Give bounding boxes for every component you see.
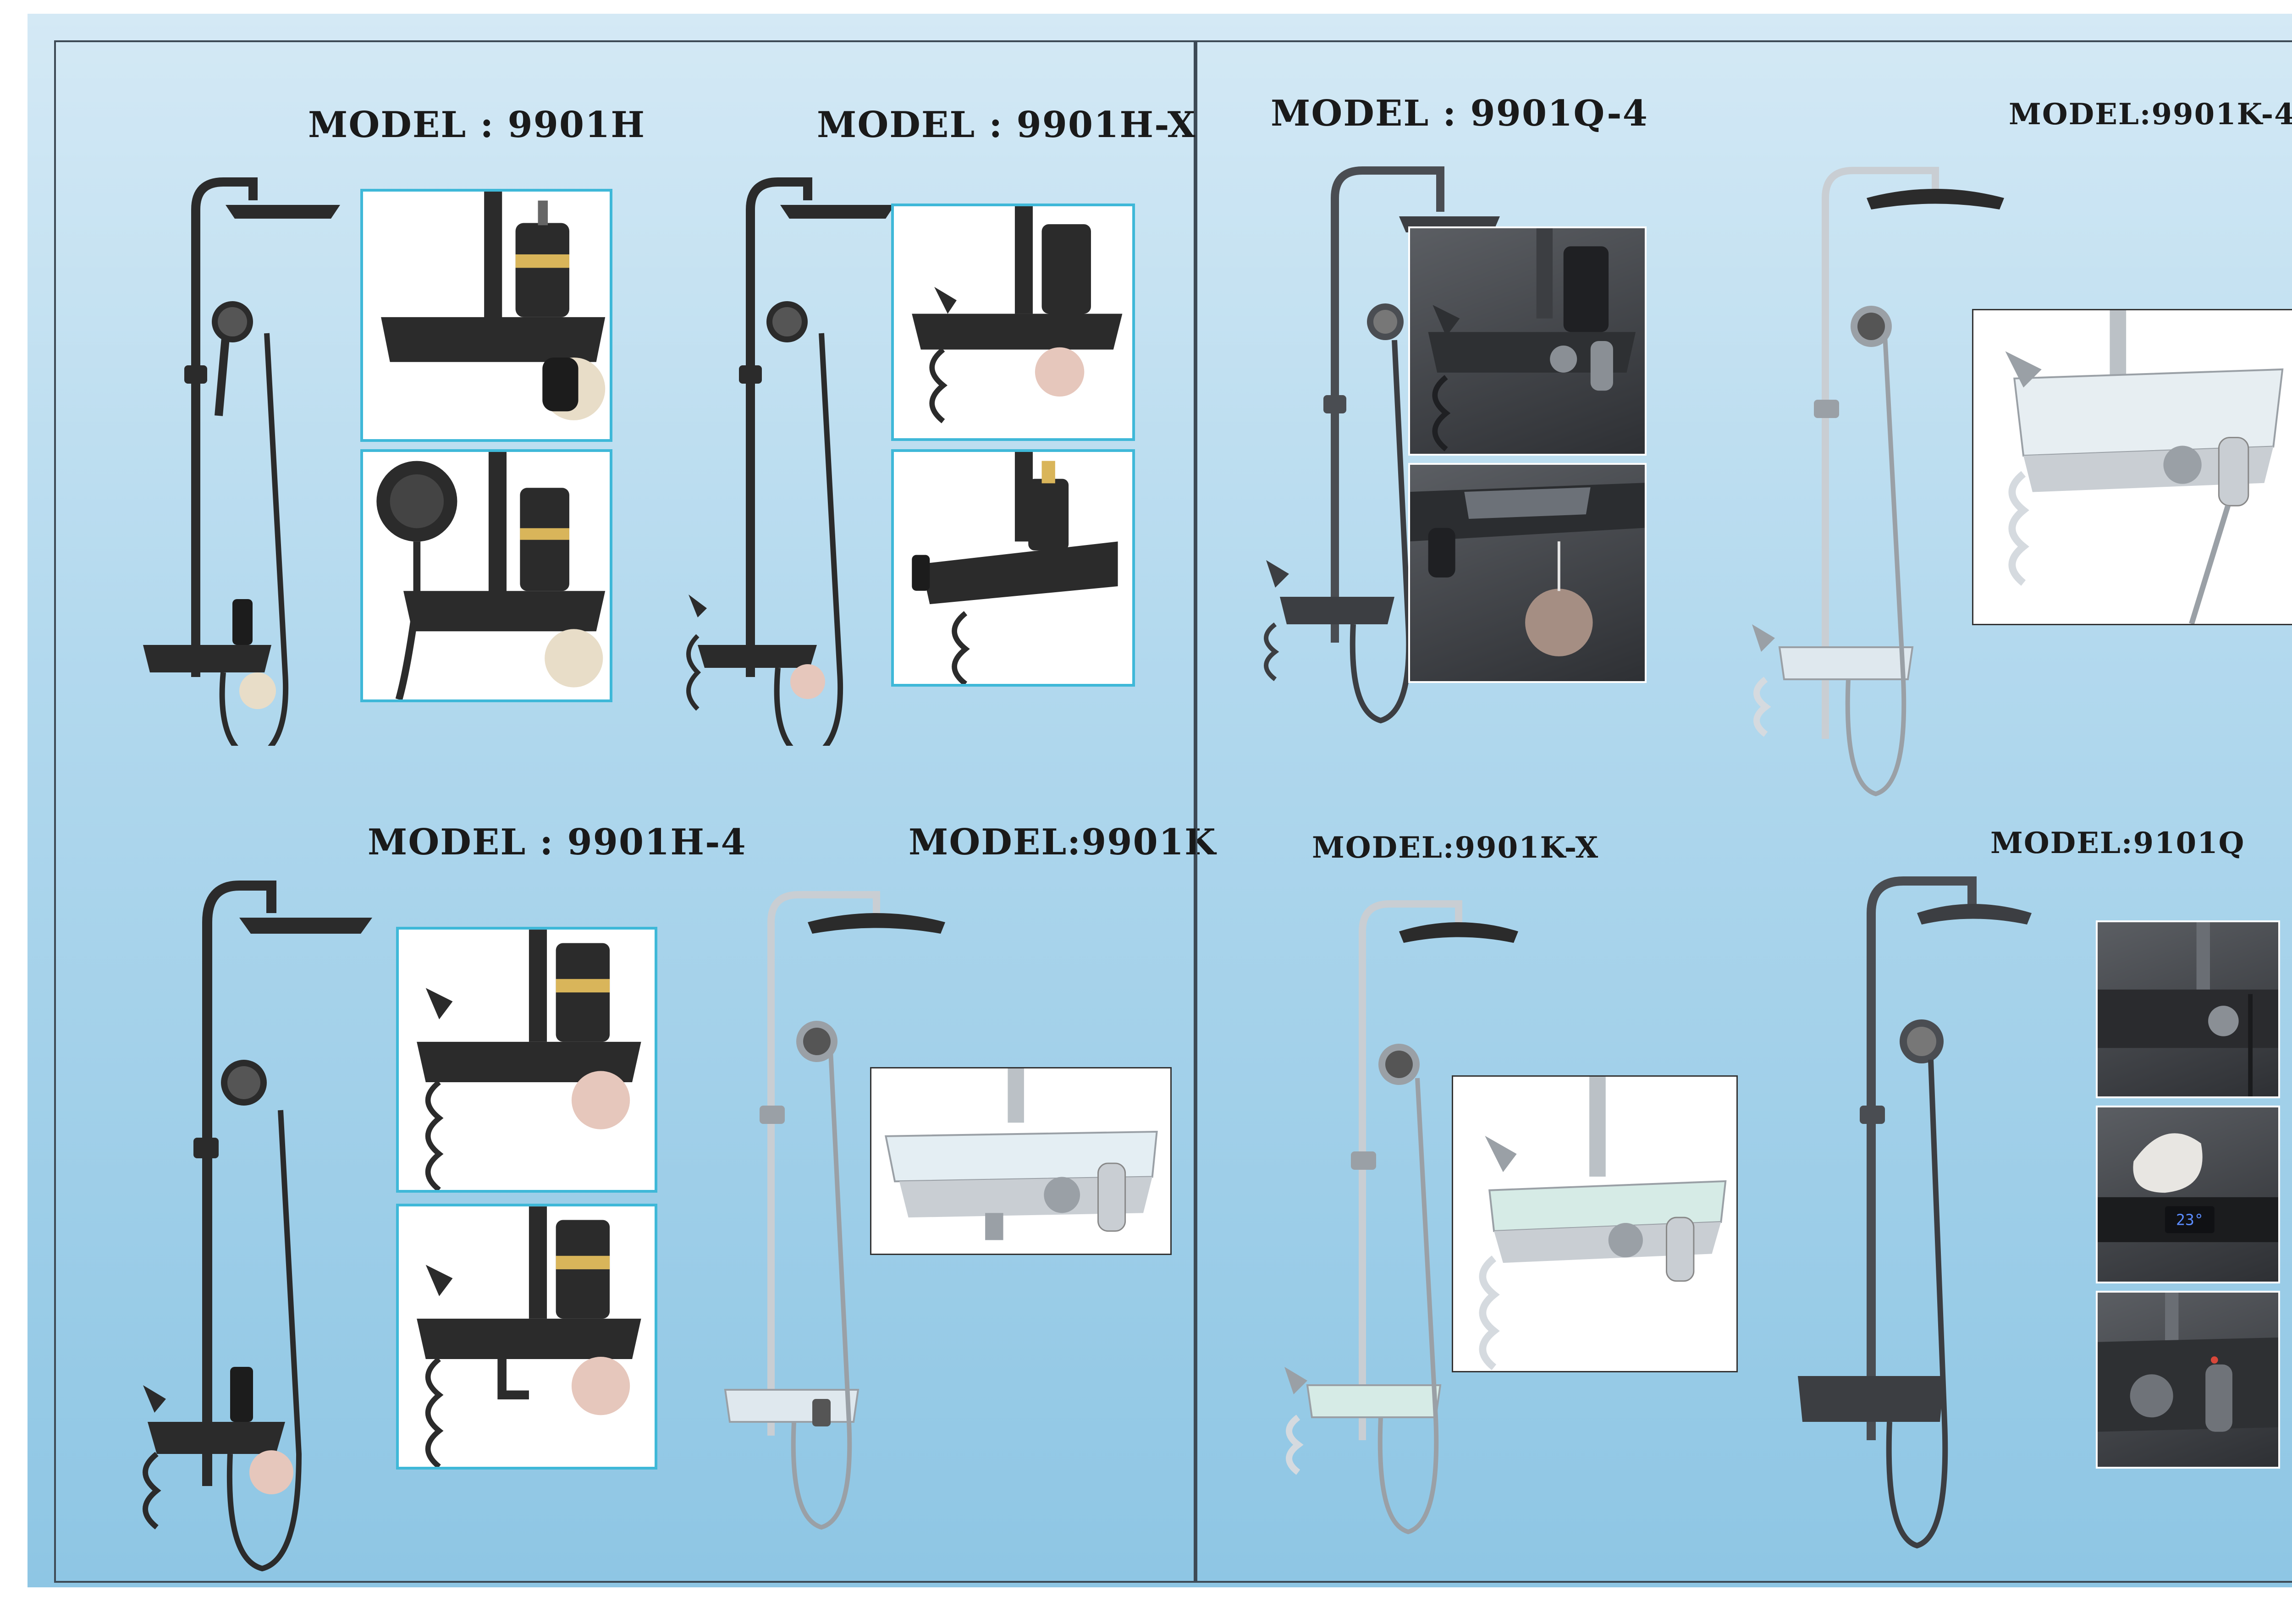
detail-photo-9901k-4-valve [1972, 309, 2292, 625]
model-title-9101q: MODEL:9101Q [1990, 826, 2245, 860]
catalog-page-left: MODEL : 9901H [54, 40, 1216, 1583]
digital-display-svg: 23° [2098, 1133, 2278, 1242]
model-title-9901h-x: MODEL : 9901H-X [817, 104, 1196, 146]
shower-unit-9901k-x [1266, 876, 1541, 1541]
shower-unit-9901h-x [670, 150, 899, 746]
detail-photo-9901q-4-shelf [1408, 463, 1647, 683]
shower-unit-9101q [1770, 849, 2045, 1564]
detail-photo-9901h-4-sprayer [396, 927, 657, 1193]
detail-photo-9901k-x-valve [1452, 1075, 1738, 1372]
detail-photo-9101q-valve-top [2096, 920, 2280, 1098]
detail-photo-9101q-handles [2096, 1291, 2280, 1469]
model-title-9901q-4: MODEL : 9901Q-4 [1271, 93, 1648, 134]
detail-photo-9901q-4-valve [1408, 226, 1647, 456]
model-title-9901k-4: MODEL:9901K-4 [2009, 97, 2292, 132]
detail-photo-9901h-x-sprayer [891, 204, 1135, 441]
shower-unit-9901q-4 [1248, 138, 1504, 739]
model-title-9901k: MODEL:9901K [909, 821, 1217, 863]
model-title-9901k-x: MODEL:9901K-X [1312, 831, 1599, 865]
detail-photo-9901h-x-shelf [891, 449, 1135, 687]
center-gutter [1196, 40, 1197, 1583]
detail-photo-9101q-display: 23° [2096, 1106, 2280, 1283]
shower-unit-9901h [116, 150, 345, 746]
detail-photo-9901h-handheld [360, 449, 612, 702]
catalog-page-right: MODEL : 9901Q-4 [1196, 40, 2292, 1583]
temperature-readout: 23° [2176, 1211, 2204, 1229]
shower-unit-9901k-4 [1725, 143, 2022, 808]
catalog-spread: MODEL : 9901H [28, 14, 2292, 1587]
detail-photo-9901h-4-spout [396, 1204, 657, 1470]
detail-photo-9901k-valve [870, 1067, 1172, 1255]
model-title-9901h-4: MODEL : 9901H-4 [368, 821, 747, 863]
model-title-9901h: MODEL : 9901H [308, 104, 646, 146]
shower-unit-9901k [675, 867, 968, 1532]
shower-unit-9901h-4 [120, 844, 377, 1578]
detail-photo-9901h-shelf [360, 189, 612, 442]
